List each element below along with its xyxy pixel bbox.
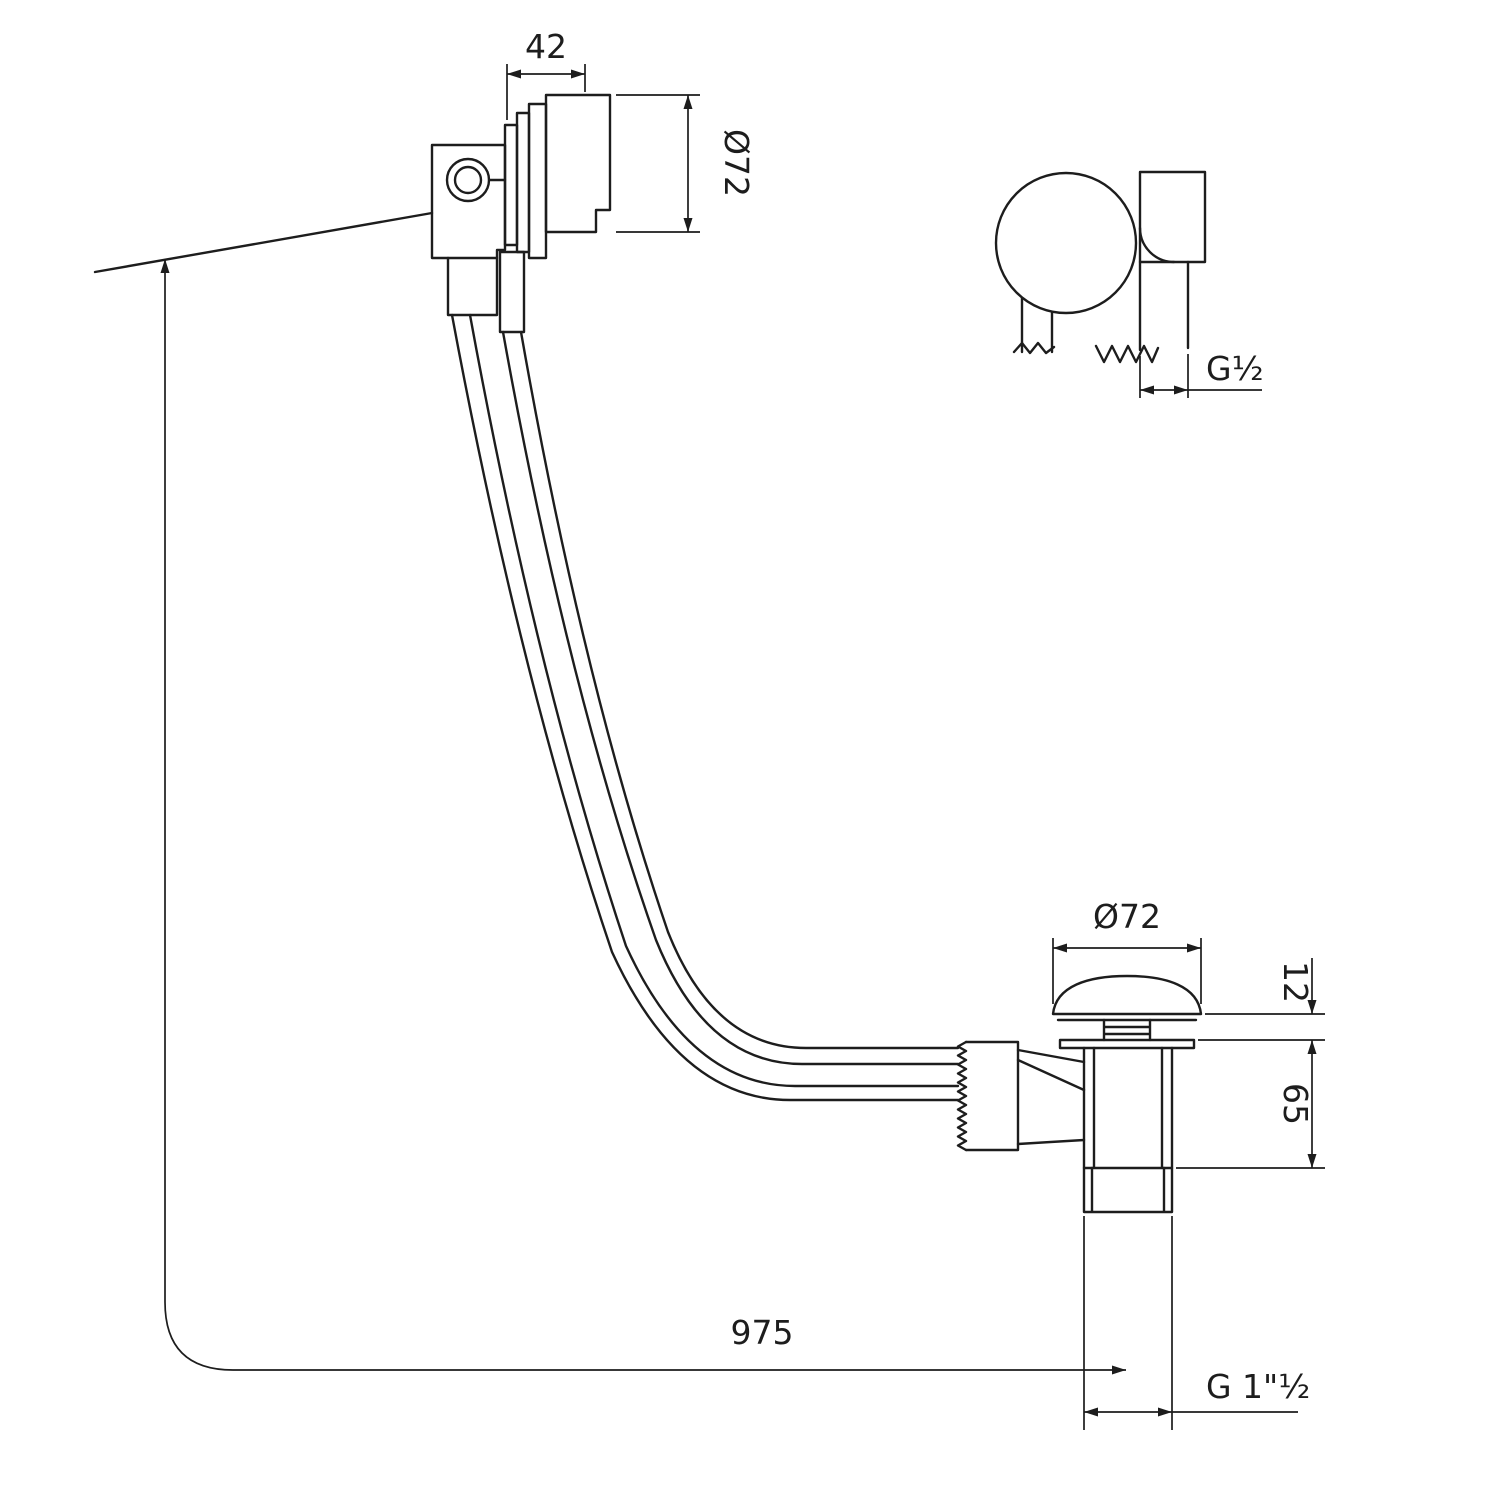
outlet-break-sawtooth: [1094, 344, 1160, 364]
dim-waste-thread: G 1"½: [1083, 1216, 1310, 1430]
dim-label-waste-thread: G 1"½: [1206, 1367, 1310, 1406]
outlet-thread-lines: [1138, 260, 1190, 352]
cable-line-d: [519, 330, 960, 1050]
cable-line-a: [450, 313, 960, 1102]
overflow-body-detail: [446, 178, 507, 260]
waste-tee: [1016, 1048, 1086, 1146]
dim-label-overflow-diameter: Ø72: [717, 129, 756, 197]
cable-assembly: [450, 313, 960, 1102]
waste-flange: [1058, 1038, 1196, 1050]
cable-connector: [498, 250, 526, 334]
overflow-face-circle: [994, 171, 1138, 315]
waste-cap-dome: [1051, 974, 1203, 1016]
waste-cap-neck: [1102, 1018, 1152, 1042]
waste-body: [1082, 1046, 1174, 1170]
dim-cable-length: 975: [160, 259, 1126, 1375]
tub-wall-break: [1012, 341, 1056, 355]
dim-overflow-diameter: Ø72: [616, 94, 756, 233]
dim-label-waste-diameter: Ø72: [1093, 897, 1161, 936]
waste-assembly: [956, 974, 1203, 1214]
overflow-side-view: [430, 93, 612, 334]
overflow-pulley-inner: [453, 165, 483, 195]
overflow-cap-cylinder: [544, 93, 612, 234]
bath-rim-line: [93, 211, 434, 274]
cable-nut-knurl: [956, 1040, 968, 1152]
dim-label-overflow-thread: G½: [1206, 349, 1264, 388]
waste-tailpipe: [1082, 1166, 1174, 1214]
overflow-elbow-housing: [1138, 170, 1207, 264]
overflow-body: [430, 143, 507, 317]
cable-nut-body: [964, 1040, 1020, 1152]
overflow-front-view: [994, 170, 1207, 364]
cable-line-c: [501, 330, 960, 1066]
overflow-plate-2: [515, 111, 531, 254]
dim-overflow-thread: G½: [1139, 349, 1264, 398]
dim-waste-body-height: 65: [1176, 1040, 1325, 1169]
dim-waste-diameter: Ø72: [1052, 897, 1202, 1004]
dim-overflow-width: 42: [506, 27, 586, 120]
overflow-plate-1: [503, 123, 519, 247]
dim-label-overflow-width: 42: [525, 27, 567, 66]
overflow-pulley-outer: [445, 157, 491, 203]
overflow-elbow-arc: [1138, 226, 1176, 264]
dim-label-waste-cap-height: 12: [1276, 961, 1315, 1003]
overflow-plate-3: [527, 102, 548, 260]
dim-waste-cap-height: 12: [1198, 958, 1325, 1041]
cable-line-b: [468, 313, 960, 1088]
dim-label-waste-body-height: 65: [1276, 1083, 1315, 1125]
dim-label-cable-length: 975: [731, 1313, 794, 1352]
